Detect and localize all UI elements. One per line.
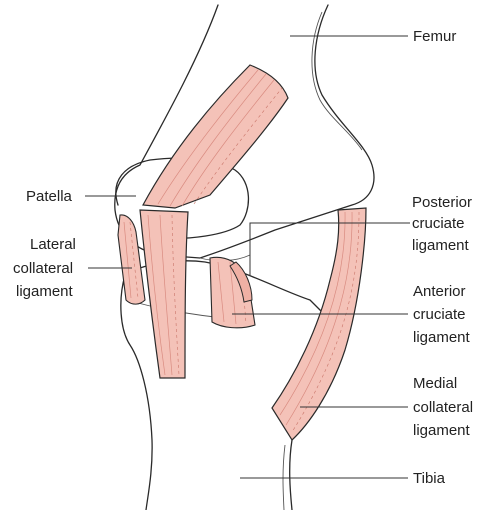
label-posterior-cruciate-line-3: ligament (412, 237, 470, 254)
label-medial-collateral-line-2: collateral (413, 399, 473, 416)
label-lateral-collateral-line-2: collateral (13, 260, 73, 277)
label-anterior-cruciate-line-3: ligament (413, 329, 471, 346)
label-anterior-cruciate-line-1: Anterior (413, 283, 466, 300)
medial-collateral-ligament-shape (272, 208, 366, 440)
label-femur: Femur (413, 28, 456, 45)
label-tibia: Tibia (413, 470, 446, 487)
label-lateral-collateral-line-3: ligament (16, 283, 74, 300)
label-patella: Patella (26, 188, 73, 205)
label-posterior-cruciate-line-1: Posterior (412, 194, 472, 211)
quadriceps-tendon (143, 65, 288, 208)
label-anterior-cruciate-line-2: cruciate (413, 306, 466, 323)
patellar-ligament (140, 210, 188, 378)
label-lateral-collateral-line-1: Lateral (30, 236, 76, 253)
label-medial-collateral-line-3: ligament (413, 422, 471, 439)
label-posterior-cruciate-line-2: cruciate (412, 215, 465, 232)
label-medial-collateral-line-1: Medial (413, 375, 457, 392)
